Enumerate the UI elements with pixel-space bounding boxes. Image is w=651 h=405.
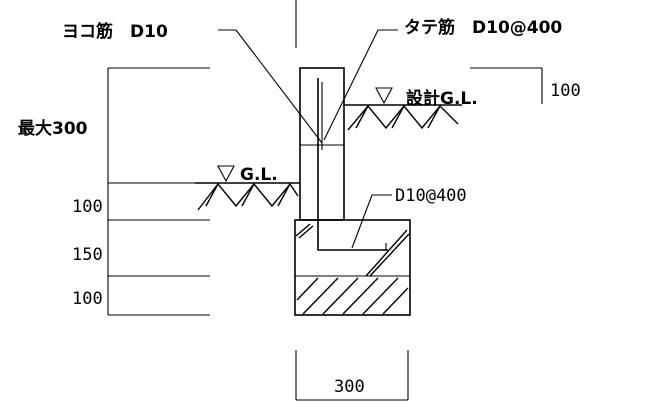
horizontal-rebar-leader xyxy=(235,29,323,144)
dim-label-100-upper: 100 xyxy=(72,197,103,217)
horizontal-rebar-label: ヨコ筋 D10 xyxy=(62,21,168,42)
design-gl-dim-label: 100 xyxy=(550,81,581,101)
footing-rebar-leader xyxy=(351,194,392,249)
vertical-rebar-label: タテ筋 D10@400 xyxy=(404,17,562,38)
gl-label: G.L. xyxy=(240,165,278,185)
max-height-label: 最大300 xyxy=(18,118,88,139)
gl-ground-hatch xyxy=(197,182,299,211)
dim-label-100-lower: 100 xyxy=(72,289,103,309)
footing-rebar-mark-left-2 xyxy=(298,225,314,239)
footing-rebar-mark-left xyxy=(295,223,311,237)
footing-rebar-mark-right xyxy=(365,229,408,277)
gravel-hatching xyxy=(296,277,409,315)
footing-rebar-label: D10@400 xyxy=(395,186,467,206)
design-gl-label: 設計G.L. xyxy=(406,88,478,109)
vertical-rebar-line xyxy=(317,78,388,251)
vertical-rebar-leader xyxy=(323,29,379,141)
dim-label-150: 150 xyxy=(72,245,103,265)
width-dim-label: 300 xyxy=(334,377,365,397)
design-gl-triangle-icon xyxy=(375,87,393,105)
gl-triangle-icon xyxy=(217,165,235,183)
concrete-footing xyxy=(294,219,411,316)
design-gl-ground-hatch xyxy=(347,104,459,131)
footing-rebar-mark-right-2 xyxy=(369,233,410,277)
